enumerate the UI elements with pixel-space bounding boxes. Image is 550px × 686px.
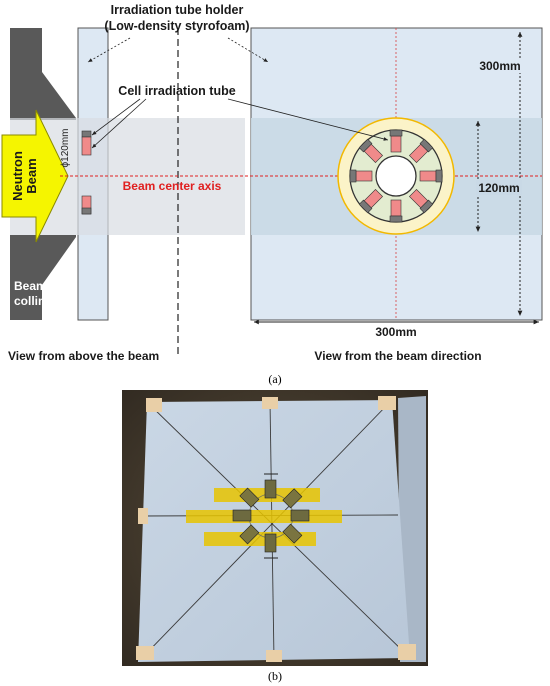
ring-tube — [409, 189, 434, 214]
ring-tube — [358, 138, 383, 163]
foam-guide-lines — [140, 400, 408, 661]
collimator-label-2: collimator — [14, 294, 72, 308]
beam-word-1: Neutron — [10, 151, 25, 201]
collimator-label-1: Beam — [14, 279, 47, 293]
photo-tubes — [232, 473, 310, 559]
panel-b-photo: (b) — [122, 390, 428, 683]
view-left-label: View from above the beam — [8, 349, 159, 363]
caption-b: (b) — [268, 669, 282, 683]
view-right-label: View from the beam direction — [314, 349, 481, 363]
tube-label: Cell irradiation tube — [118, 84, 235, 98]
holder-label-1: Irradiation tube holder — [111, 3, 244, 17]
dim-band-label: 120mm — [478, 181, 519, 195]
ring-tube — [349, 169, 373, 183]
front-view-tubes — [349, 129, 443, 223]
corner-tape — [378, 396, 396, 410]
foam-board — [138, 400, 410, 662]
holder-pointer-left — [87, 37, 131, 63]
ring-tube — [419, 169, 443, 183]
side-tube-lower — [81, 195, 92, 215]
neutron-beam-arrow — [1, 109, 69, 243]
panel-a: Neutron Beam ϕ120mm Beam collimator Irra… — [1, 3, 543, 386]
diameter-label: ϕ120mm — [60, 129, 71, 168]
corner-tape — [398, 644, 416, 660]
corner-tape — [138, 508, 148, 524]
corner-tape — [266, 650, 282, 662]
ring-tube — [389, 129, 403, 153]
holder-label-2: (Low-density styrofoam) — [104, 19, 249, 33]
beam-collimator-top — [10, 28, 76, 120]
ring-tube — [389, 199, 403, 223]
corner-tape — [262, 397, 278, 409]
dim-width-label: 300mm — [375, 325, 416, 339]
yellow-tape — [186, 510, 342, 523]
axis-label: Beam center axis — [123, 179, 222, 193]
corner-tape — [146, 398, 162, 412]
corner-tape — [136, 646, 154, 660]
tube-pointer-upper — [91, 98, 141, 136]
tube-pointer-right — [227, 98, 389, 141]
tube-pointer-lower — [91, 98, 147, 149]
side-tube-upper — [81, 130, 92, 156]
beam-word-2: Beam — [24, 158, 39, 193]
dim-height-label: 300mm — [479, 59, 520, 73]
ring-tube — [409, 138, 434, 163]
beam-collimator-bottom — [10, 235, 76, 320]
caption-a: (a) — [268, 372, 281, 386]
ring-tube — [358, 189, 383, 214]
